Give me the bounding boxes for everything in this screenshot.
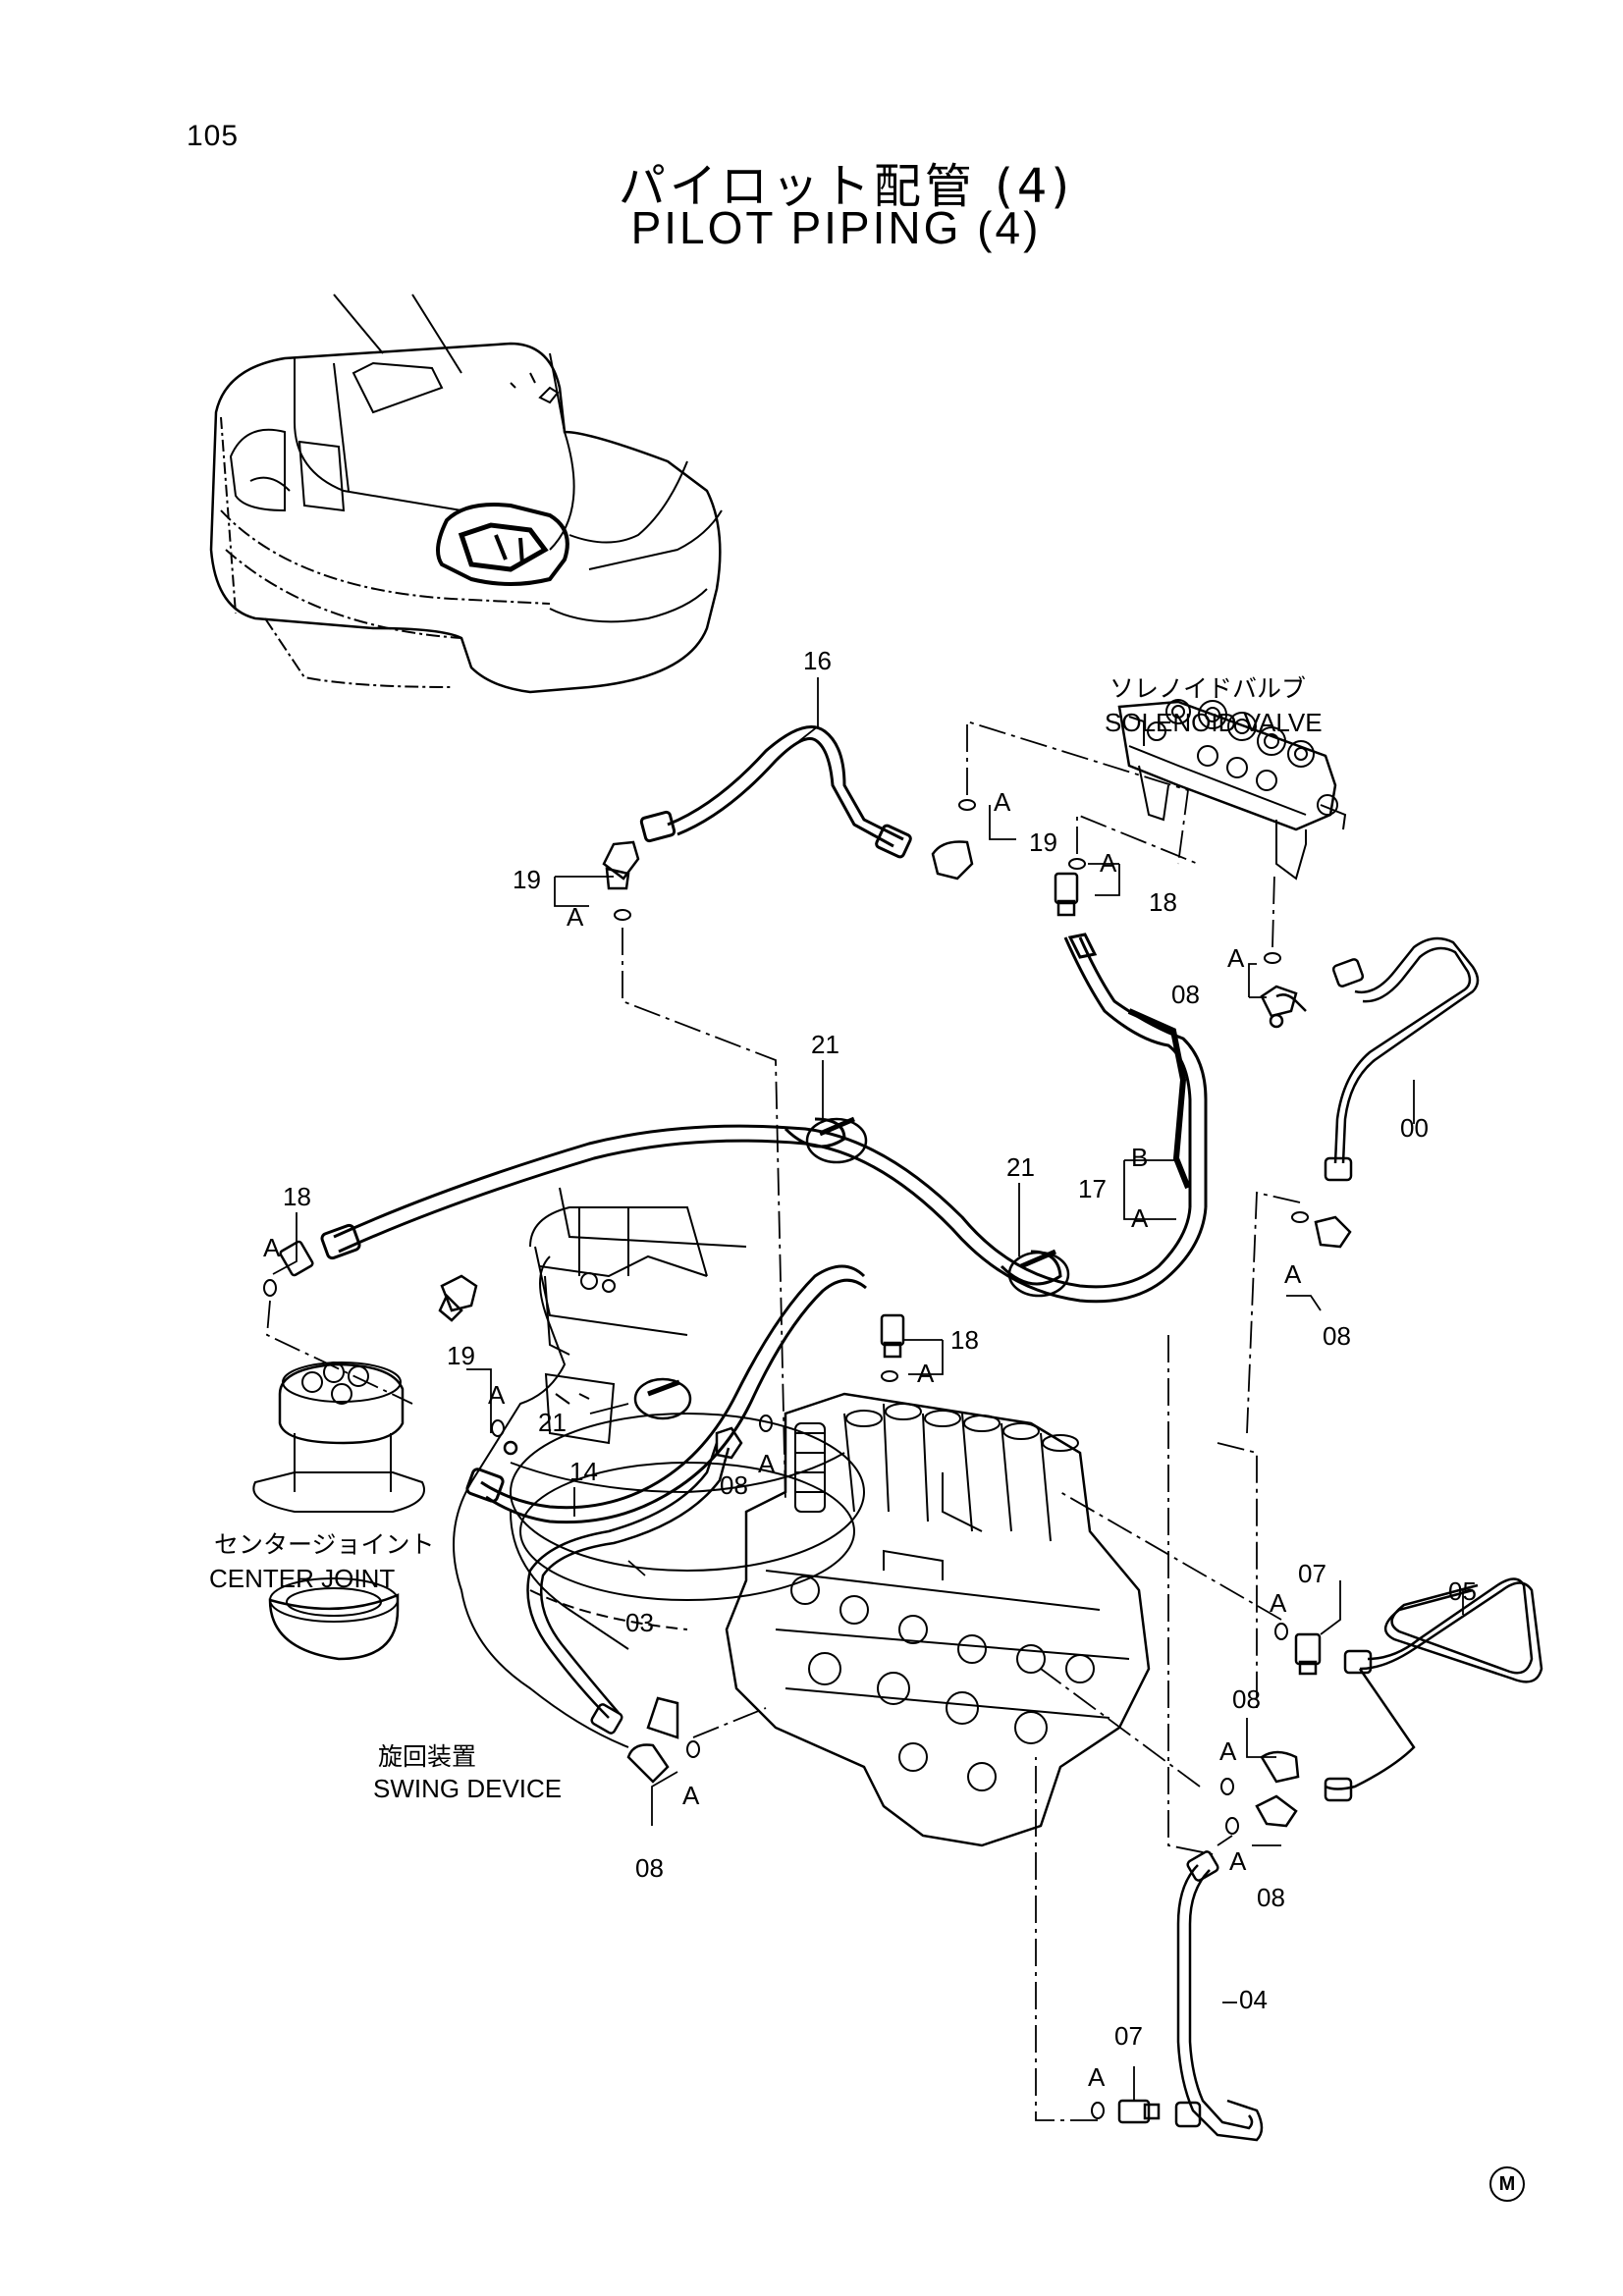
callout-07: 07 bbox=[1114, 2021, 1143, 2051]
callout-21: 21 bbox=[811, 1030, 839, 1059]
callout-19-mid: 19 bbox=[447, 1341, 475, 1370]
callout-14: 14 bbox=[569, 1457, 598, 1486]
callout-a: A bbox=[994, 787, 1011, 817]
o-ring-markers bbox=[263, 799, 1309, 2119]
phantom-leader-lines bbox=[266, 720, 1301, 2121]
callout-00: 00 bbox=[1400, 1113, 1429, 1143]
callout-08-top: 08 bbox=[1171, 980, 1200, 1009]
label-solenoid-valve-jp: ソレノイドバルブ bbox=[1109, 674, 1306, 703]
callout-a: A bbox=[263, 1233, 281, 1262]
label-center-joint-en: CENTER JOINT bbox=[209, 1564, 395, 1593]
callout-b: B bbox=[1131, 1143, 1148, 1172]
callout-a: A bbox=[1088, 2062, 1106, 2092]
control-valve-assembly bbox=[725, 1392, 1151, 1847]
callout-a: A bbox=[567, 902, 584, 932]
pipe-00 bbox=[1275, 936, 1480, 1182]
label-solenoid-valve-en: SOLENOID VALVE bbox=[1105, 708, 1323, 737]
pipe-05 bbox=[1324, 1577, 1543, 1802]
center-joint-assembly bbox=[252, 1362, 425, 1661]
callout-16: 16 bbox=[803, 646, 832, 675]
callout-19-left: 19 bbox=[513, 865, 541, 894]
callout-21: 21 bbox=[1006, 1152, 1035, 1182]
callout-a: A bbox=[1227, 943, 1245, 973]
page-number: 105 bbox=[187, 120, 240, 152]
label-swing-device-jp: 旋回装置 bbox=[378, 1742, 476, 1771]
callout-21: 21 bbox=[538, 1408, 567, 1437]
corner-mark: M bbox=[1489, 2166, 1525, 2202]
callout-05: 05 bbox=[1448, 1576, 1477, 1606]
diagram-labels: ソレノイドバルブ SOLENOID VALVE センタージョイント CENTER… bbox=[209, 646, 1477, 2092]
callout-18-top: 18 bbox=[1149, 887, 1177, 917]
hose-17 bbox=[1063, 933, 1208, 1207]
hose-16 bbox=[639, 725, 912, 859]
callout-17: 17 bbox=[1078, 1174, 1107, 1203]
callout-a: A bbox=[1229, 1846, 1247, 1876]
adapters-18 bbox=[279, 872, 1079, 1359]
callout-brackets bbox=[272, 677, 1464, 2101]
callout-08-r1: 08 bbox=[1232, 1684, 1261, 1714]
callout-a: A bbox=[1270, 1588, 1287, 1618]
callout-a: A bbox=[1100, 848, 1117, 878]
fittings-07-08 bbox=[503, 985, 1352, 2124]
callout-18-mid: 18 bbox=[950, 1325, 979, 1355]
callout-08-bottom: 08 bbox=[635, 1853, 664, 1883]
callout-04: 04 bbox=[1239, 1985, 1268, 2014]
callout-08-r2: 08 bbox=[1257, 1883, 1285, 1912]
label-swing-device-en: SWING DEVICE bbox=[373, 1774, 562, 1803]
solenoid-valve-assembly bbox=[1117, 699, 1347, 881]
callout-08-mid: 08 bbox=[720, 1470, 748, 1500]
label-center-joint-jp: センタージョイント bbox=[214, 1530, 435, 1559]
callout-a: A bbox=[1131, 1203, 1149, 1233]
pipe-03 bbox=[526, 1442, 730, 1739]
callout-03: 03 bbox=[625, 1608, 654, 1637]
callout-a: A bbox=[1219, 1736, 1237, 1766]
hose-right-long bbox=[320, 1117, 1208, 1304]
callout-a: A bbox=[1284, 1259, 1302, 1289]
page-title-english: PILOT PIPING (4) bbox=[630, 202, 1042, 253]
callout-a: A bbox=[758, 1449, 776, 1478]
callout-08-right: 08 bbox=[1323, 1321, 1351, 1351]
page-title-japanese: パイロット配管 (4) bbox=[618, 159, 1074, 214]
pipe-04 bbox=[1174, 1850, 1264, 2142]
swing-device-assembly bbox=[453, 1187, 865, 1748]
callout-a: A bbox=[488, 1380, 506, 1410]
callout-18-left: 18 bbox=[283, 1182, 311, 1211]
hose-clamps-21 bbox=[633, 1116, 1070, 1420]
callout-a: A bbox=[682, 1781, 700, 1810]
callout-a: A bbox=[917, 1359, 935, 1388]
excavator-overview-illustration bbox=[209, 294, 723, 694]
callout-19-top: 19 bbox=[1029, 828, 1057, 857]
elbow-fittings-19 bbox=[438, 840, 974, 1322]
callout-07: 07 bbox=[1298, 1559, 1326, 1588]
